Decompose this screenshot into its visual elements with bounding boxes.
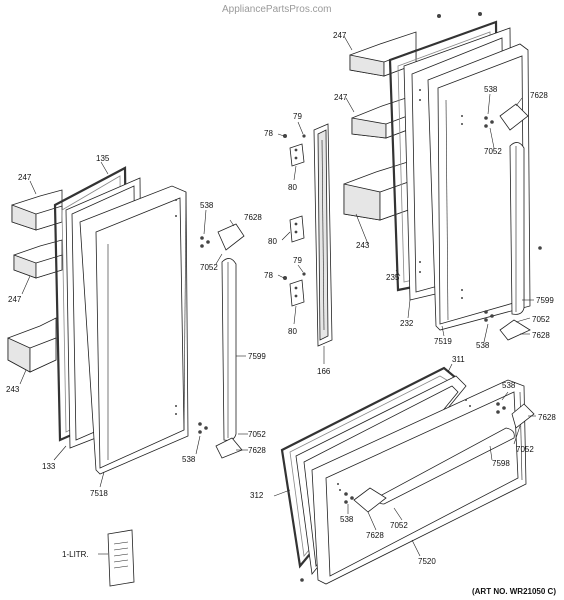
callout-311: 311 [452, 355, 465, 364]
callout-7052: 7052 [390, 521, 408, 530]
watermark: AppliancePartsPros.com [222, 4, 332, 15]
callout-7052: 7052 [200, 263, 218, 272]
callout-243: 243 [6, 385, 20, 394]
right-upper-door-assembly [343, 12, 542, 343]
left-door-assembly [7, 161, 248, 488]
screws-538-drawer-right[interactable] [496, 402, 506, 414]
door-bin-243-right[interactable] [343, 159, 415, 221]
hinge-screw-79-bottom[interactable] [302, 272, 306, 276]
callout-labels: 247 247 247 247 243 243 135 133 7518 538… [6, 31, 556, 566]
callout-7599: 7599 [536, 296, 554, 305]
callout-7628: 7628 [244, 213, 262, 222]
callout-7518: 7518 [90, 489, 108, 498]
callout-538: 538 [340, 515, 354, 524]
callout-7052: 7052 [484, 147, 502, 156]
callout-312: 312 [250, 491, 264, 500]
callout-7052: 7052 [532, 315, 550, 324]
hinge-80-middle[interactable] [289, 215, 305, 243]
callout-7628: 7628 [532, 331, 550, 340]
literature-booklet[interactable] [98, 529, 135, 587]
lower-drawer-assembly [273, 363, 536, 585]
callout-243: 243 [356, 241, 370, 250]
hinge-pin-78-top[interactable] [283, 134, 287, 138]
callout-538: 538 [484, 85, 498, 94]
handle-endcap-7628-drawer-left[interactable] [353, 487, 387, 513]
callout-7628: 7628 [530, 91, 548, 100]
callout-79: 79 [293, 256, 302, 265]
callout-232: 232 [400, 319, 414, 328]
door-bin-243-left[interactable] [7, 317, 57, 373]
screws-538-drawer-left[interactable] [344, 492, 354, 504]
callout-80: 80 [288, 183, 297, 192]
callout-235: 235 [386, 273, 400, 282]
screws-538-right-bottom[interactable] [484, 310, 494, 322]
art-number: (ART NO. WR21050 C) [471, 587, 556, 596]
callout-1-litr: 1-LITR. [62, 550, 89, 559]
hinge-80-top[interactable] [289, 143, 305, 167]
callout-78: 78 [264, 271, 273, 280]
callout-247: 247 [333, 31, 347, 40]
callout-7628: 7628 [366, 531, 384, 540]
callout-7519: 7519 [434, 337, 452, 346]
door-handle-7599-right[interactable] [509, 142, 525, 315]
screws-538-left-top[interactable] [200, 236, 210, 248]
callout-7052: 7052 [248, 430, 266, 439]
callout-135: 135 [96, 154, 110, 163]
callout-538: 538 [200, 201, 214, 210]
callout-7052: 7052 [516, 445, 534, 454]
callout-538: 538 [476, 341, 490, 350]
handle-endcap-7628-right-bottom[interactable] [499, 319, 531, 341]
callout-80: 80 [288, 327, 297, 336]
handle-endcap-7628-left-top[interactable] [217, 223, 245, 251]
callout-80: 80 [268, 237, 277, 246]
callout-538: 538 [502, 381, 516, 390]
callout-247: 247 [8, 295, 22, 304]
callout-79: 79 [293, 112, 302, 121]
screws-538-right-top[interactable] [484, 116, 494, 128]
hinge-screw-79-top[interactable] [302, 134, 306, 138]
callout-247: 247 [18, 173, 32, 182]
callout-7520: 7520 [418, 557, 436, 566]
handle-endcap-7628-left-bottom[interactable] [215, 437, 243, 459]
callout-538: 538 [182, 455, 196, 464]
callout-7628: 7628 [538, 413, 556, 422]
handle-endcap-7628-right-top[interactable] [499, 103, 529, 131]
callout-133: 133 [42, 462, 56, 471]
handle-endcap-7628-drawer-right[interactable] [511, 403, 535, 429]
door-outer-7518[interactable] [79, 185, 189, 475]
screws-538-left-bottom[interactable] [198, 422, 208, 434]
hinge-80-bottom[interactable] [289, 279, 305, 307]
hinge-assembly [277, 121, 333, 364]
callout-247: 247 [334, 93, 348, 102]
callout-166: 166 [317, 367, 331, 376]
door-handle-7599-left[interactable] [221, 258, 237, 441]
hinge-pin-78-bottom[interactable] [283, 276, 287, 280]
callout-7628: 7628 [248, 446, 266, 455]
callout-7599: 7599 [248, 352, 266, 361]
callout-7598: 7598 [492, 459, 510, 468]
callout-78: 78 [264, 129, 273, 138]
door-mullion-166[interactable] [313, 123, 333, 347]
